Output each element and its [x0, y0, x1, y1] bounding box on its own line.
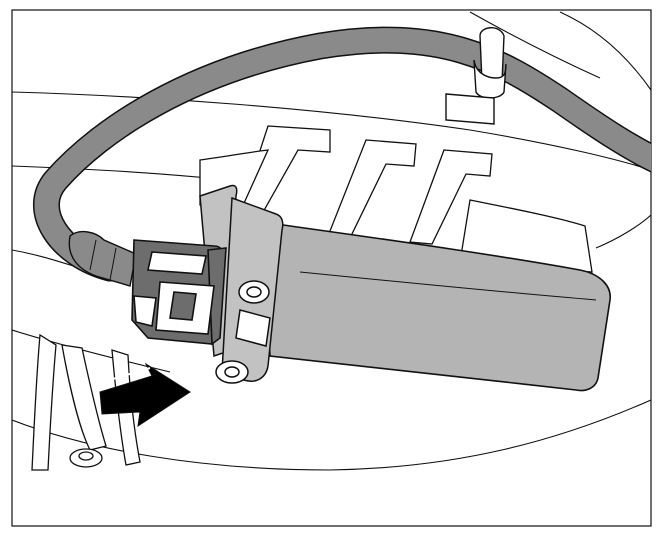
wiring-harness-cable [33, 26, 651, 282]
connector-locking-clip [199, 184, 284, 384]
control-module-body [261, 221, 611, 392]
cable-strap-clip [445, 27, 507, 125]
arrow-right-icon [95, 362, 191, 428]
harness-connector-plug [131, 239, 227, 346]
mounting-bracket [31, 333, 141, 471]
